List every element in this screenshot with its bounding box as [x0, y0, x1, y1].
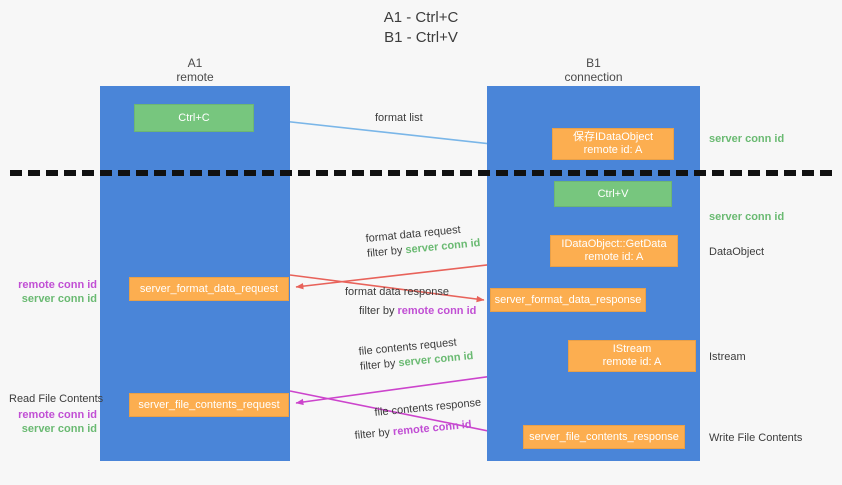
column-a1-role: remote — [176, 70, 214, 84]
node-server-file-contents-request-label: server_file_contents_request — [138, 398, 280, 411]
edge-label-file-contents-response: file contents response filter by remote … — [352, 396, 484, 444]
side-label-istream: Istream — [709, 351, 746, 363]
node-ctrl-v-label: Ctrl+V — [597, 187, 629, 200]
node-ctrl-v[interactable]: Ctrl+V — [554, 181, 672, 207]
node-idataobject-getdata-line1: IDataObject::GetData — [561, 238, 667, 250]
dashed-divider — [10, 170, 832, 176]
edge-label-format-list: format list — [375, 111, 423, 126]
side-label-server-conn-id-1: server conn id — [709, 133, 785, 145]
node-idataobject-getdata[interactable]: IDataObject::GetData remote id: A — [550, 235, 678, 267]
left-label-read-file-contents: Read File Contents — [9, 393, 104, 405]
column-a1-header: A1 remote — [100, 56, 290, 84]
side-label-write-file-contents: Write File Contents — [709, 432, 803, 444]
node-server-format-data-response-label: server_format_data_response — [494, 293, 642, 306]
title-line-1: A1 - Ctrl+C — [383, 9, 459, 26]
left-label-remote-conn-id-1: remote conn id — [18, 279, 97, 291]
left-label-group-1: remote conn id server conn id — [9, 278, 97, 306]
column-b1-role: connection — [564, 70, 623, 84]
page-title: A1 - Ctrl+C B1 - Ctrl+V — [0, 8, 842, 48]
node-server-file-contents-request[interactable]: server_file_contents_request — [129, 393, 289, 417]
filter-prefix: filter by — [359, 357, 400, 373]
filter-prefix: filter by — [359, 305, 398, 317]
filter-prefix: filter by — [366, 244, 407, 260]
title-line-2: B1 - Ctrl+V — [384, 29, 458, 46]
left-label-server-conn-id-1: server conn id — [21, 293, 97, 305]
left-label-server-conn-id-2: server conn id — [21, 423, 97, 435]
node-ctrl-c-label: Ctrl+C — [178, 111, 210, 124]
node-istream-line2: remote id: A — [602, 356, 662, 368]
node-save-idataobject-line2: remote id: A — [583, 144, 643, 156]
column-b1-name: B1 — [586, 56, 601, 70]
filter-term-remote-conn-id: remote conn id — [397, 305, 477, 317]
node-server-file-contents-response-label: server_file_contents_response — [529, 430, 679, 443]
edge-label-format-data-response-text: format data response — [345, 286, 449, 298]
side-label-dataobject: DataObject — [709, 246, 765, 258]
edge-label-format-data-response: format data response filter by remote co… — [345, 285, 476, 319]
edge-label-file-contents-request: file contents request filter by server c… — [358, 334, 474, 375]
filter-term-remote-conn-id: remote conn id — [392, 418, 473, 439]
edge-label-format-list-text: format list — [375, 112, 423, 124]
node-server-file-contents-response[interactable]: server_file_contents_response — [523, 425, 685, 449]
node-idataobject-getdata-line2: remote id: A — [584, 251, 644, 263]
filter-prefix: filter by — [354, 426, 394, 442]
column-b1-header: B1 connection — [487, 56, 700, 84]
node-save-idataobject[interactable]: 保存IDataObject remote id: A — [552, 128, 674, 160]
node-server-format-data-request-label: server_format_data_request — [139, 282, 279, 295]
column-a1-name: A1 — [187, 56, 203, 70]
node-server-format-data-request[interactable]: server_format_data_request — [129, 277, 289, 301]
left-label-group-2: Read File Contents remote conn id server… — [9, 392, 104, 436]
node-save-idataobject-line1: 保存IDataObject — [572, 131, 654, 143]
node-ctrl-c[interactable]: Ctrl+C — [134, 104, 254, 132]
node-istream-line1: IStream — [612, 343, 652, 355]
edge-label-format-data-request: format data request filter by server con… — [365, 221, 481, 262]
node-istream[interactable]: IStream remote id: A — [568, 340, 696, 372]
node-server-format-data-response[interactable]: server_format_data_response — [490, 288, 646, 312]
left-label-remote-conn-id-2: remote conn id — [18, 409, 97, 421]
edge-label-format-data-response-filter: filter by remote conn id — [345, 304, 476, 319]
side-label-server-conn-id-2: server conn id — [709, 211, 785, 223]
